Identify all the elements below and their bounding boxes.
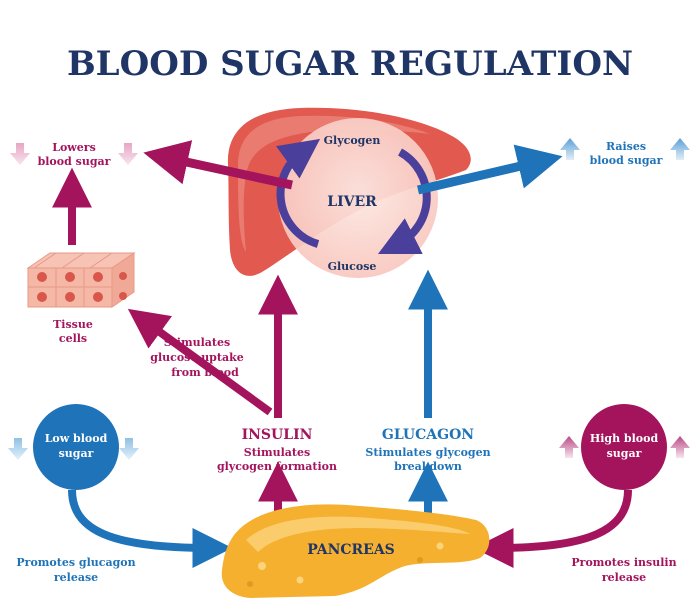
uptake-line3: from blood <box>171 366 239 379</box>
insulin-to-tissue-arrow <box>127 308 273 416</box>
insulin-line1: Stimulates <box>244 446 310 459</box>
glucagon-line2: breakdown <box>394 460 462 473</box>
high-sugar-line2: sugar <box>607 447 642 460</box>
insulin-title: INSULIN <box>242 427 313 443</box>
promotes-insulin-line2: release <box>602 571 646 584</box>
lowers-line2: blood sugar <box>38 155 111 168</box>
uptake-line2: glucose uptake <box>150 351 243 364</box>
promotes-insulin-line1: Promotes insulin <box>571 556 676 569</box>
liver-to-raises-arrow <box>416 144 563 195</box>
low-sugar-to-pancreas-arrow <box>68 489 233 568</box>
promotes-glucagon-line2: release <box>54 571 98 584</box>
low-sugar-line1: Low blood <box>45 432 108 445</box>
tissue-line2: cells <box>59 332 87 345</box>
lowers-line1: Lowers <box>52 141 96 154</box>
high-blood-sugar-circle <box>581 404 667 490</box>
page-title: BLOOD SUGAR REGULATION <box>67 44 633 84</box>
raises-line1: Raises <box>606 140 646 153</box>
insulin-line2: glycogen formation <box>217 460 337 473</box>
low-blood-sugar-circle <box>33 404 119 490</box>
promotes-glucagon-line1: Promotes glucagon <box>16 556 135 569</box>
raises-up-icon-left <box>560 138 580 160</box>
liver-label: LIVER <box>327 194 377 210</box>
uptake-line1: Stimulates <box>164 336 230 349</box>
low-sugar-down-icon-right <box>119 438 139 460</box>
high-sugar-to-pancreas-arrow <box>473 489 632 568</box>
glucagon-line1: Stimulates glycogen <box>365 446 490 459</box>
lowers-down-icon-right <box>118 143 138 165</box>
glycogen-label: Glycogen <box>324 134 381 147</box>
glucagon-title: GLUCAGON <box>382 427 474 443</box>
low-sugar-line2: sugar <box>59 447 94 460</box>
high-sugar-up-icon-right <box>670 436 690 458</box>
liver-to-lowers-arrow <box>143 140 293 190</box>
raises-line2: blood sugar <box>590 154 663 167</box>
lowers-down-icon-left <box>10 143 30 165</box>
glucose-label: Glucose <box>328 260 377 273</box>
high-sugar-line1: High blood <box>590 432 659 445</box>
high-sugar-up-icon-left <box>559 436 579 458</box>
tissue-cells-icon <box>26 252 136 308</box>
glycogen-to-glucose-arrow <box>377 148 431 255</box>
tissue-line1: Tissue <box>53 318 93 331</box>
pancreas-organ <box>221 504 490 598</box>
pancreas-label: PANCREAS <box>307 542 395 558</box>
glucose-to-glycogen-arrow <box>276 138 321 248</box>
raises-up-icon-right <box>670 138 690 160</box>
low-sugar-down-icon-left <box>8 438 28 460</box>
